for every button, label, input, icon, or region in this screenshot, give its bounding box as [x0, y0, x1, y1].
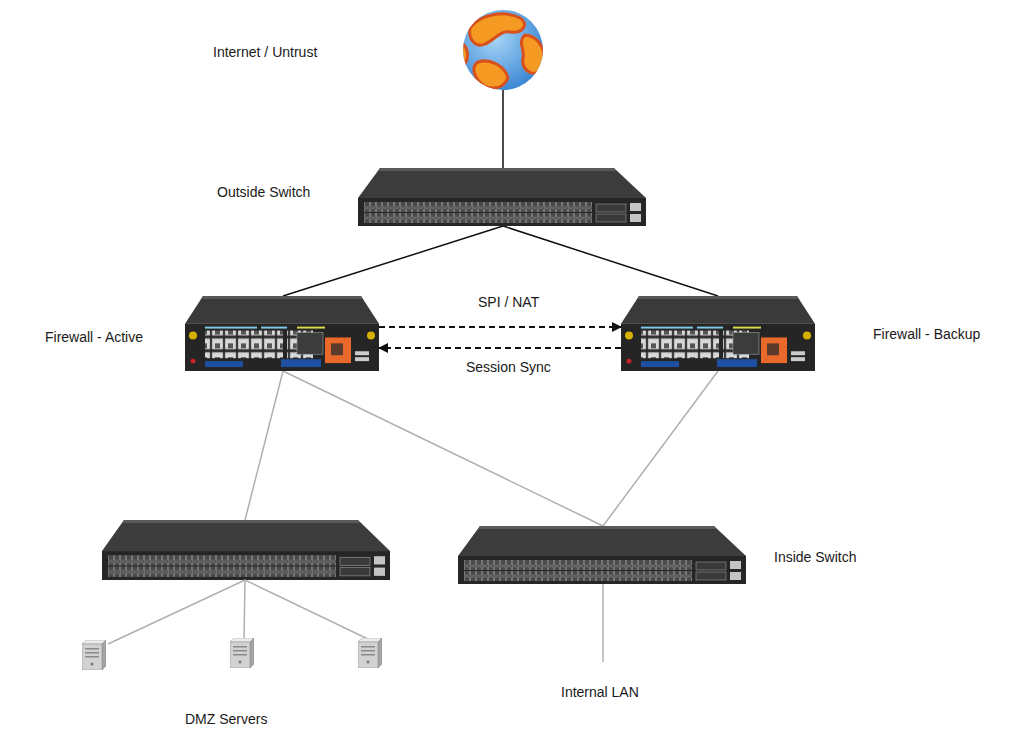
firewall-icon: [185, 296, 379, 371]
server-icon: [358, 638, 382, 668]
node-label: Internet / Untrust: [213, 44, 317, 60]
network-link: [283, 226, 503, 296]
device-node: Internet / Untrust: [205, 10, 545, 90]
device-node: Inside Switch: [458, 526, 868, 584]
node-label: Inside Switch: [774, 549, 856, 565]
dmz-switch-icon: [102, 520, 390, 580]
firewall-icon: [621, 296, 815, 371]
node-label: Outside Switch: [217, 184, 310, 200]
network-link: [283, 371, 603, 526]
sync-arrow: [379, 347, 621, 349]
server-wire: [245, 580, 370, 640]
edge-label: SPI / NAT: [478, 294, 539, 310]
server-wire: [244, 580, 245, 640]
device-node: Outside Switch: [210, 168, 646, 226]
server-icon: [230, 638, 254, 668]
node-label: Firewall - Backup: [873, 326, 980, 342]
device-node: DMZ Servers: [80, 520, 392, 734]
node-label: Internal LAN: [561, 684, 639, 700]
inside-switch-icon: [458, 526, 746, 584]
device-node: Firewall - Backup: [621, 296, 991, 371]
globe-land: [460, 14, 544, 88]
server-wire: [108, 580, 245, 644]
device-node: Internal LAN: [555, 662, 655, 702]
network-link: [503, 226, 718, 296]
network-link: [245, 371, 283, 520]
edge-label: Session Sync: [466, 359, 551, 375]
sync-arrow: [379, 326, 621, 328]
network-link: [603, 371, 718, 526]
server-icon: [82, 640, 106, 670]
device-node: Firewall - Active: [40, 296, 379, 371]
outside-switch-icon: [358, 168, 646, 226]
server-wires: [108, 580, 370, 644]
globe-icon: [460, 10, 544, 90]
node-label: DMZ Servers: [185, 711, 267, 727]
network-link: [502, 90, 504, 168]
network-link: [602, 584, 604, 662]
node-label: Firewall - Active: [45, 329, 143, 345]
